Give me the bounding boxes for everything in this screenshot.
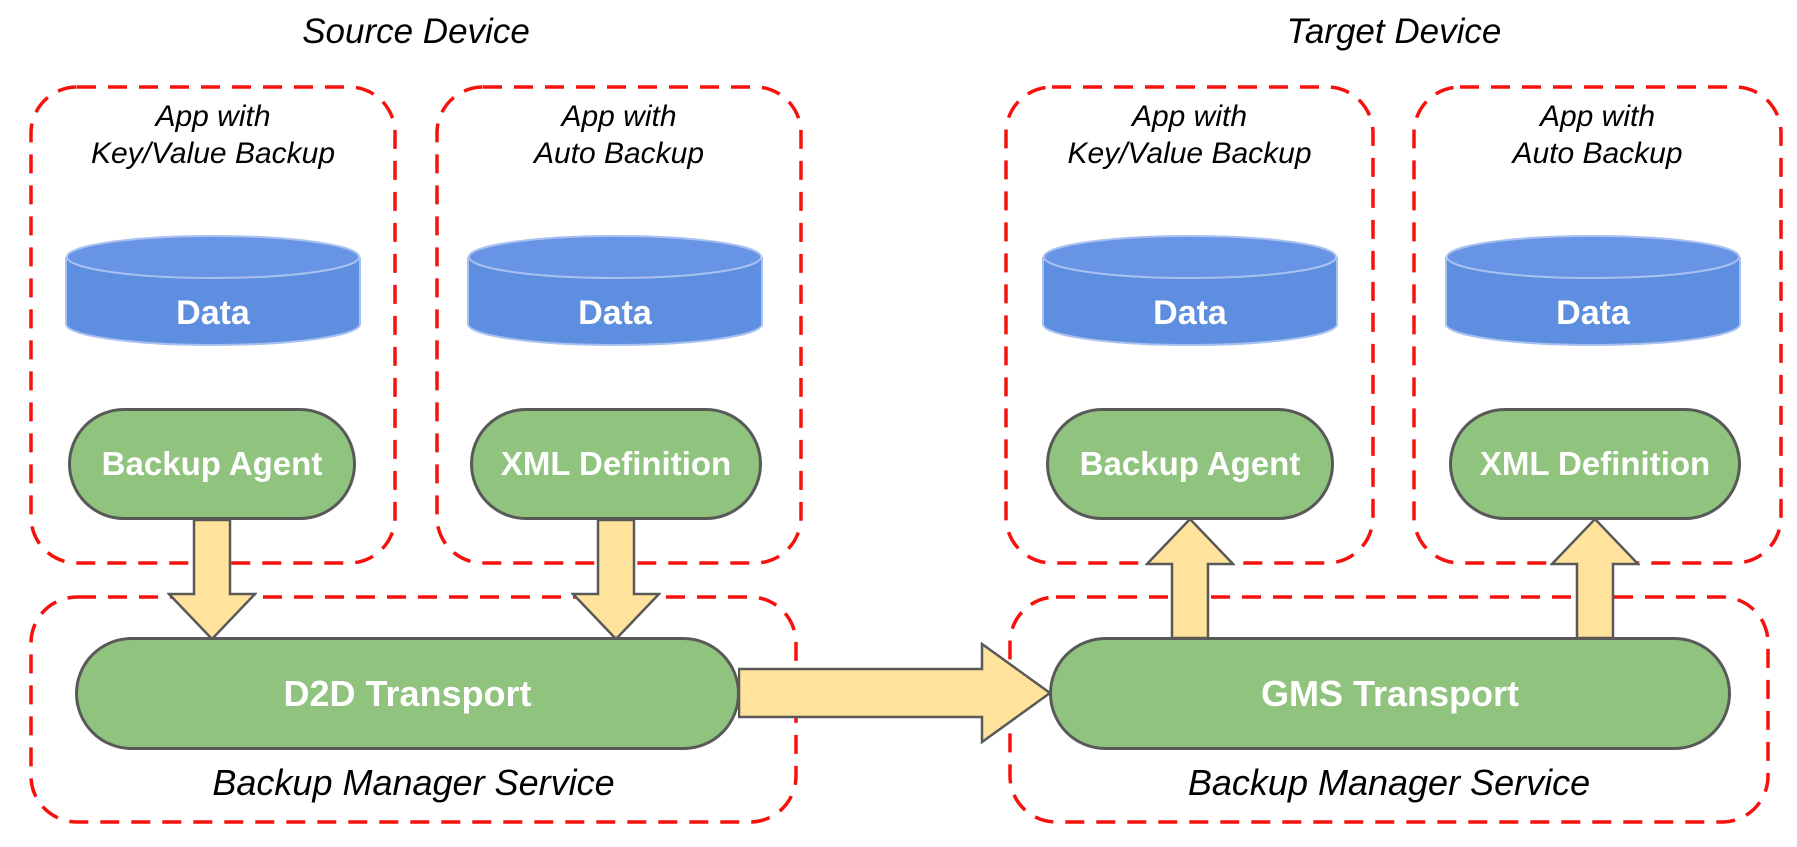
app-title: App with Auto Backup [437, 98, 801, 172]
data-cylinder: Data [1041, 234, 1339, 348]
cylinder-shape-icon [65, 235, 361, 346]
up-arrow-gms-to-xml-definition-icon [1550, 517, 1640, 639]
app-title-line: Auto Backup [533, 137, 705, 170]
app-title-line: App with [1131, 100, 1248, 133]
data-cylinder: Data [466, 234, 764, 348]
down-arrow-backup-agent-to-d2d-icon [167, 519, 257, 641]
pill-label: GMS Transport [1260, 672, 1520, 714]
data-cylinder-label: Data [176, 293, 250, 332]
data-cylinder-label: Data [1556, 293, 1630, 332]
cylinder-shape-icon [467, 235, 763, 346]
app-title-line: Key/Value Backup [1067, 137, 1312, 170]
target-backup-agent-pill: Backup Agent [1046, 408, 1334, 520]
source-xml-definition-pill: XML Definition [470, 408, 762, 520]
app-title: App with Key/Value Backup [31, 98, 395, 172]
up-arrow-gms-to-backup-agent-icon [1145, 517, 1235, 639]
app-title-line: Key/Value Backup [90, 137, 336, 170]
down-arrow-xml-definition-to-d2d-icon [571, 519, 661, 641]
app-title-line: App with [155, 100, 271, 133]
pill-label: Backup Agent [101, 445, 323, 482]
pill-label: Backup Agent [1079, 445, 1301, 482]
source-device-title: Source Device [302, 12, 530, 51]
cylinder-shape-icon [1445, 235, 1741, 346]
cylinder-shape-icon [1042, 235, 1338, 346]
source-backup-agent-pill: Backup Agent [68, 408, 356, 520]
app-title-line: App with [1539, 100, 1656, 133]
d2d-transport-pill: D2D Transport [75, 637, 740, 750]
app-title-line: App with [561, 100, 677, 133]
pill-label: XML Definition [1479, 445, 1711, 482]
app-title: App with Auto Backup [1414, 98, 1781, 172]
target-backup-manager-service-label: Backup Manager Service [1187, 762, 1591, 803]
source-backup-manager-service-label: Backup Manager Service [212, 762, 615, 803]
data-cylinder: Data [1444, 234, 1742, 348]
app-title: App with Key/Value Backup [1006, 98, 1373, 172]
data-cylinder-label: Data [1153, 293, 1227, 332]
target-device-title: Target Device [1286, 12, 1502, 51]
right-arrow-d2d-to-gms-icon [738, 642, 1052, 744]
gms-transport-pill: GMS Transport [1049, 637, 1731, 750]
data-cylinder-label: Data [578, 293, 652, 332]
data-cylinder: Data [64, 234, 362, 348]
pill-label: XML Definition [500, 445, 732, 482]
app-title-line: Auto Backup [1512, 137, 1683, 170]
target-xml-definition-pill: XML Definition [1449, 408, 1741, 520]
pill-label: D2D Transport [283, 672, 532, 714]
